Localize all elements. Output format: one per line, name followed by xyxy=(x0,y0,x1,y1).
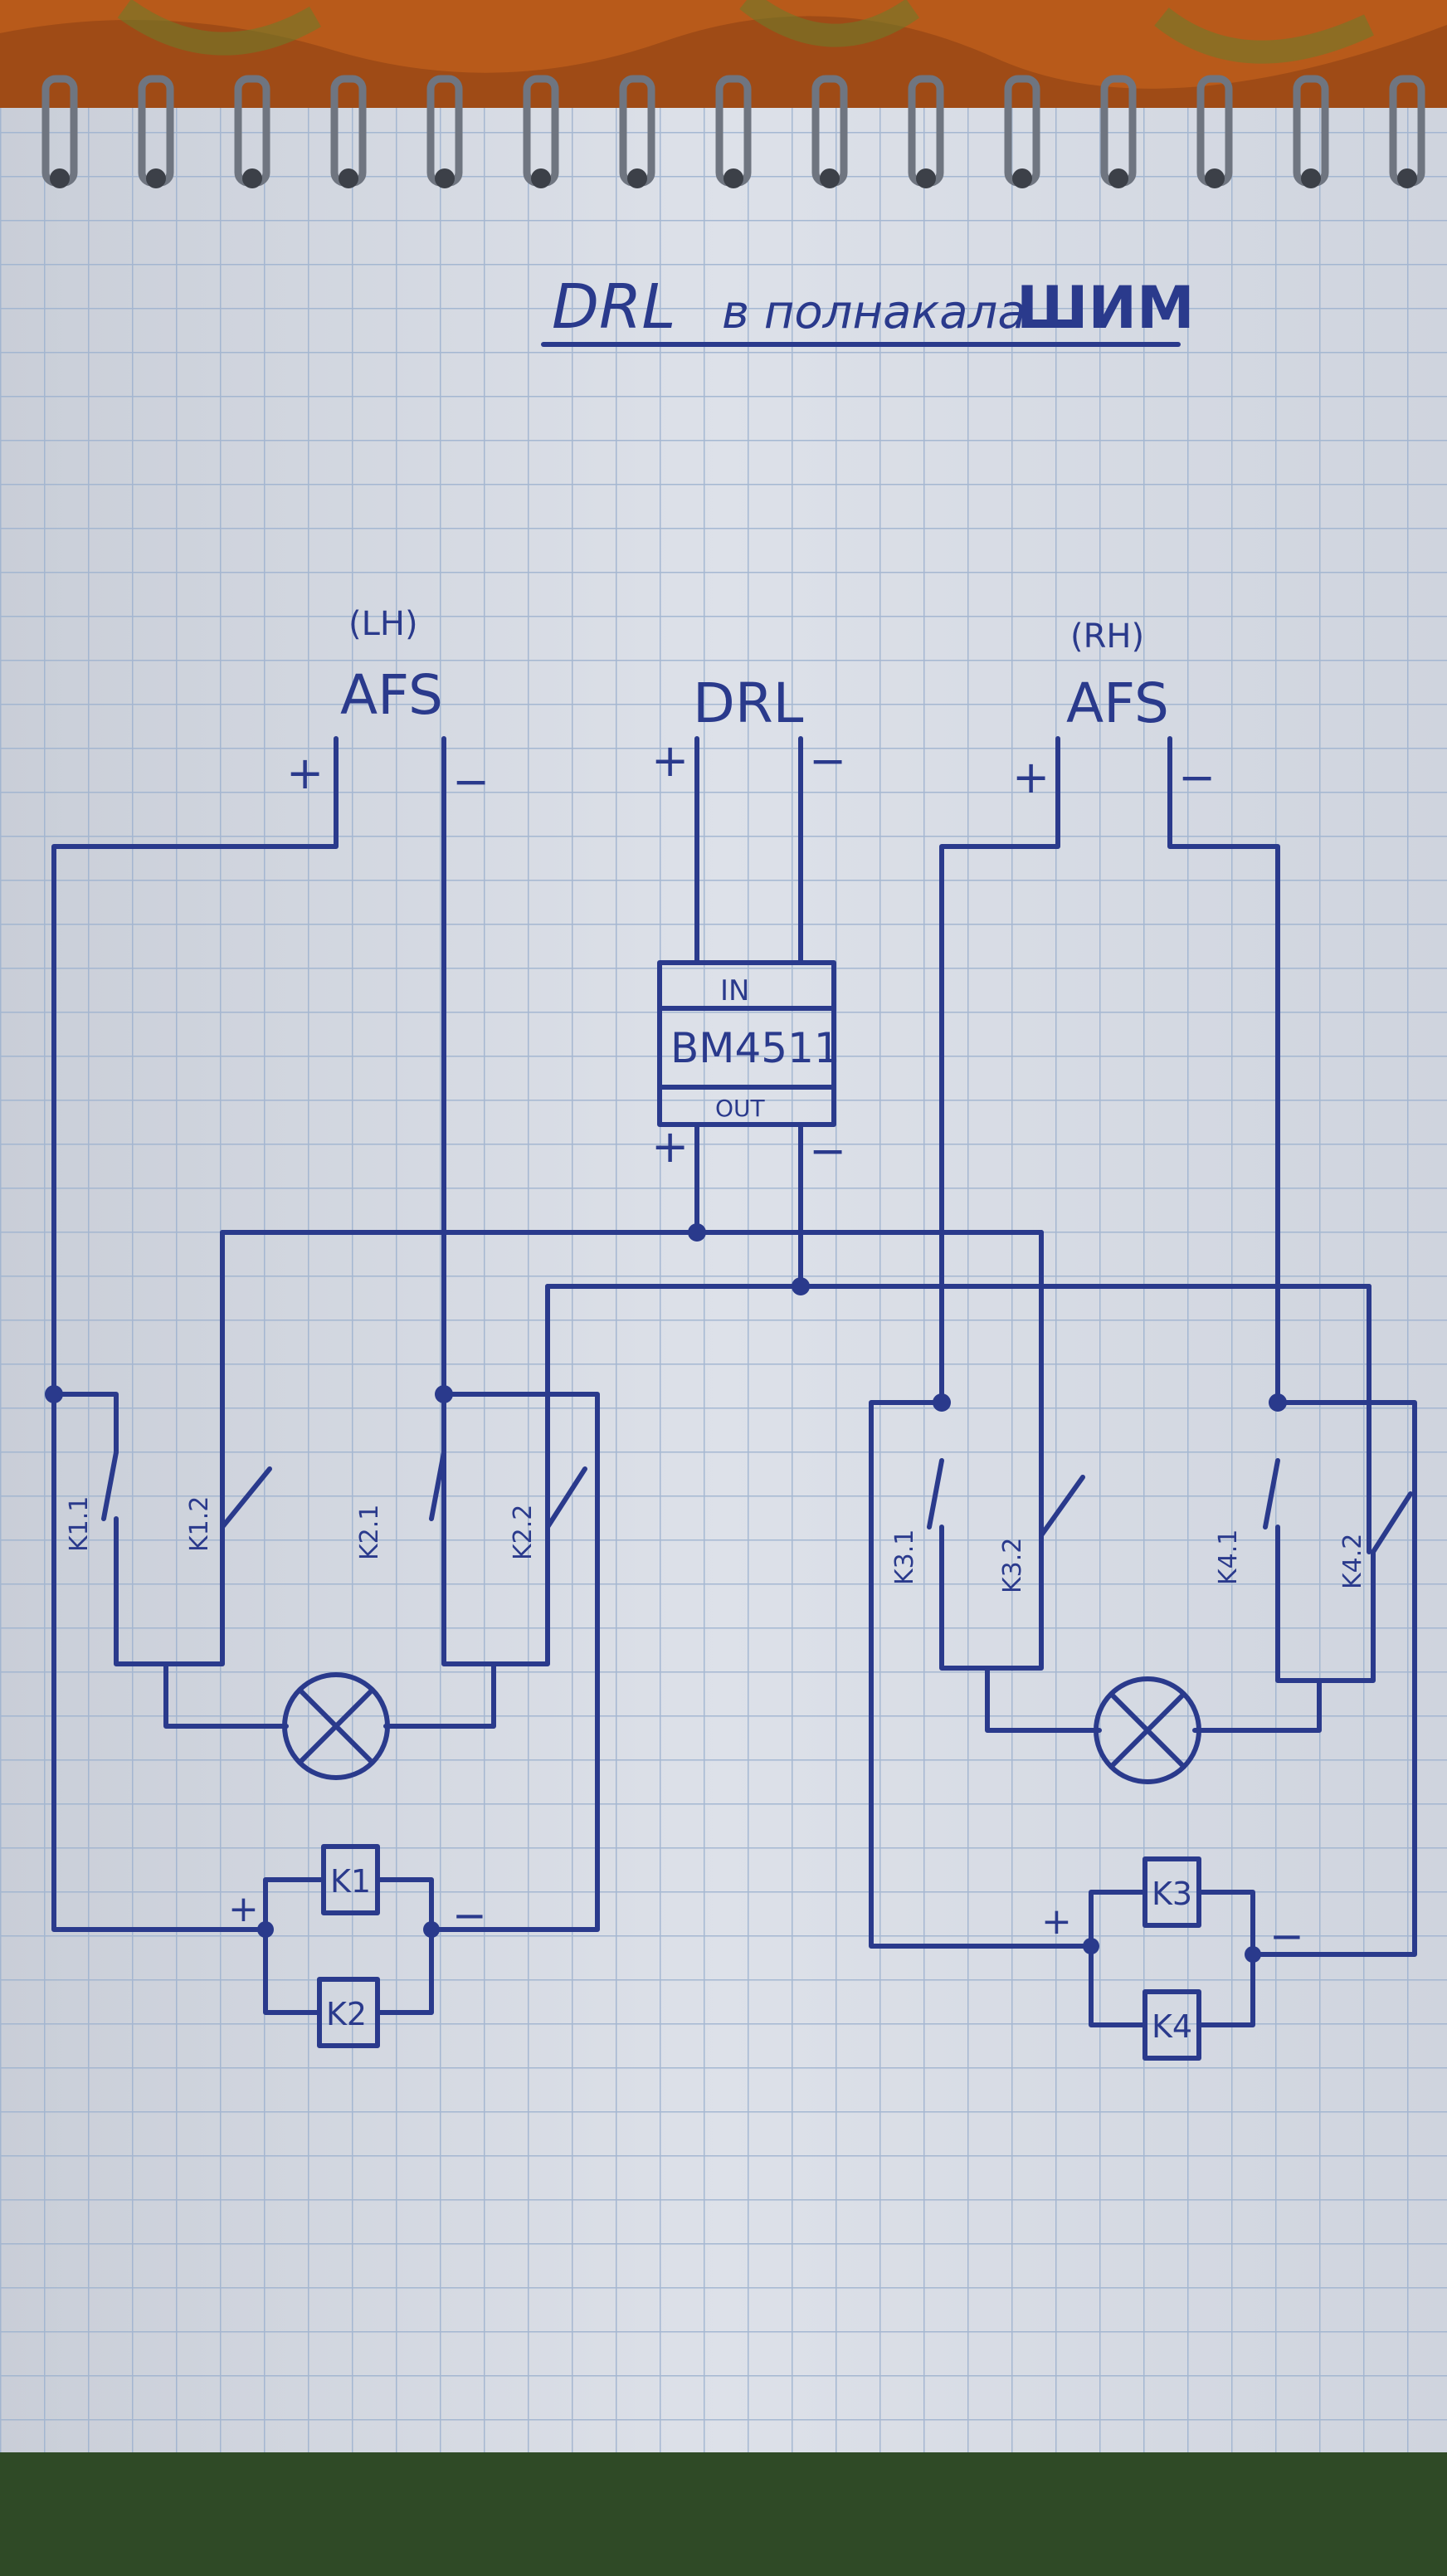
spiral-hole xyxy=(435,168,455,188)
left-plus-label: + xyxy=(286,747,324,799)
spiral-binding xyxy=(41,75,1425,188)
module-in-label: IN xyxy=(720,974,749,1007)
drl-label: DRL xyxy=(693,671,804,735)
module-out-label: OUT xyxy=(715,1095,766,1122)
left-side-label: (LH) xyxy=(348,605,418,643)
circuit-wires xyxy=(51,342,1417,2061)
right-side-label: (RH) xyxy=(1070,617,1144,656)
contact-labels: K1.1 K1.2 K2.1 K2.2 K3.1 K3.2 K4.1 K4.2 xyxy=(65,1496,1367,1593)
coil-label-k2: K2 xyxy=(326,1996,367,2032)
carpet-bottom xyxy=(0,2444,1447,2576)
spiral-hole xyxy=(339,168,358,188)
contact-label-k2-2: K2.2 xyxy=(509,1505,538,1560)
right-minus-label: − xyxy=(1178,751,1216,803)
drl-minus-label: − xyxy=(809,734,846,787)
spiral-hole xyxy=(50,168,70,188)
spiral-hole xyxy=(1108,168,1128,188)
contact-label-k4-1: K4.1 xyxy=(1214,1530,1243,1585)
contact-label-k4-2: K4.2 xyxy=(1338,1534,1367,1589)
contact-label-k1-1: K1.1 xyxy=(65,1496,94,1552)
left-coil-plus: + xyxy=(228,1888,259,1930)
title-latin: DRL xyxy=(552,271,676,343)
module-name-label: BM4511 xyxy=(670,1024,840,1072)
coil-label-k1: K1 xyxy=(330,1863,371,1900)
right-coil-minus: − xyxy=(1269,1912,1304,1960)
spiral-hole xyxy=(531,168,551,188)
module-plus-label: + xyxy=(651,1120,689,1173)
coil-label-k3: K3 xyxy=(1152,1876,1192,1912)
left-minus-label: − xyxy=(452,755,490,807)
left-coil-minus: − xyxy=(452,1891,487,1939)
right-coil-plus: + xyxy=(1041,1900,1072,1943)
drl-plus-label: + xyxy=(651,734,689,787)
spiral-hole xyxy=(1205,168,1225,188)
contact-label-k3-2: K3.2 xyxy=(998,1538,1027,1593)
spiral-hole xyxy=(820,168,840,188)
coil-label-k4: K4 xyxy=(1152,2008,1192,2045)
spiral-hole xyxy=(724,168,743,188)
contact-label-k3-1: K3.1 xyxy=(890,1530,919,1585)
module-minus-label: − xyxy=(809,1125,846,1177)
contact-label-k2-1: K2.1 xyxy=(355,1505,384,1560)
right-afs-label: AFS xyxy=(1066,671,1169,735)
title-suffix: ШИМ xyxy=(1016,274,1195,342)
right-plus-label: + xyxy=(1012,751,1050,803)
spiral-hole xyxy=(146,168,166,188)
left-afs-label: AFS xyxy=(340,663,443,727)
spiral-hole xyxy=(1012,168,1032,188)
spiral-hole xyxy=(916,168,936,188)
contact-label-k1-2: K1.2 xyxy=(185,1496,214,1552)
junction-dots xyxy=(45,1223,1287,1963)
spiral-hole xyxy=(1301,168,1321,188)
spiral-hole xyxy=(627,168,647,188)
title-text: в полнакала xyxy=(722,285,1026,339)
spiral-hole xyxy=(1397,168,1417,188)
spiral-hole xyxy=(242,168,262,188)
